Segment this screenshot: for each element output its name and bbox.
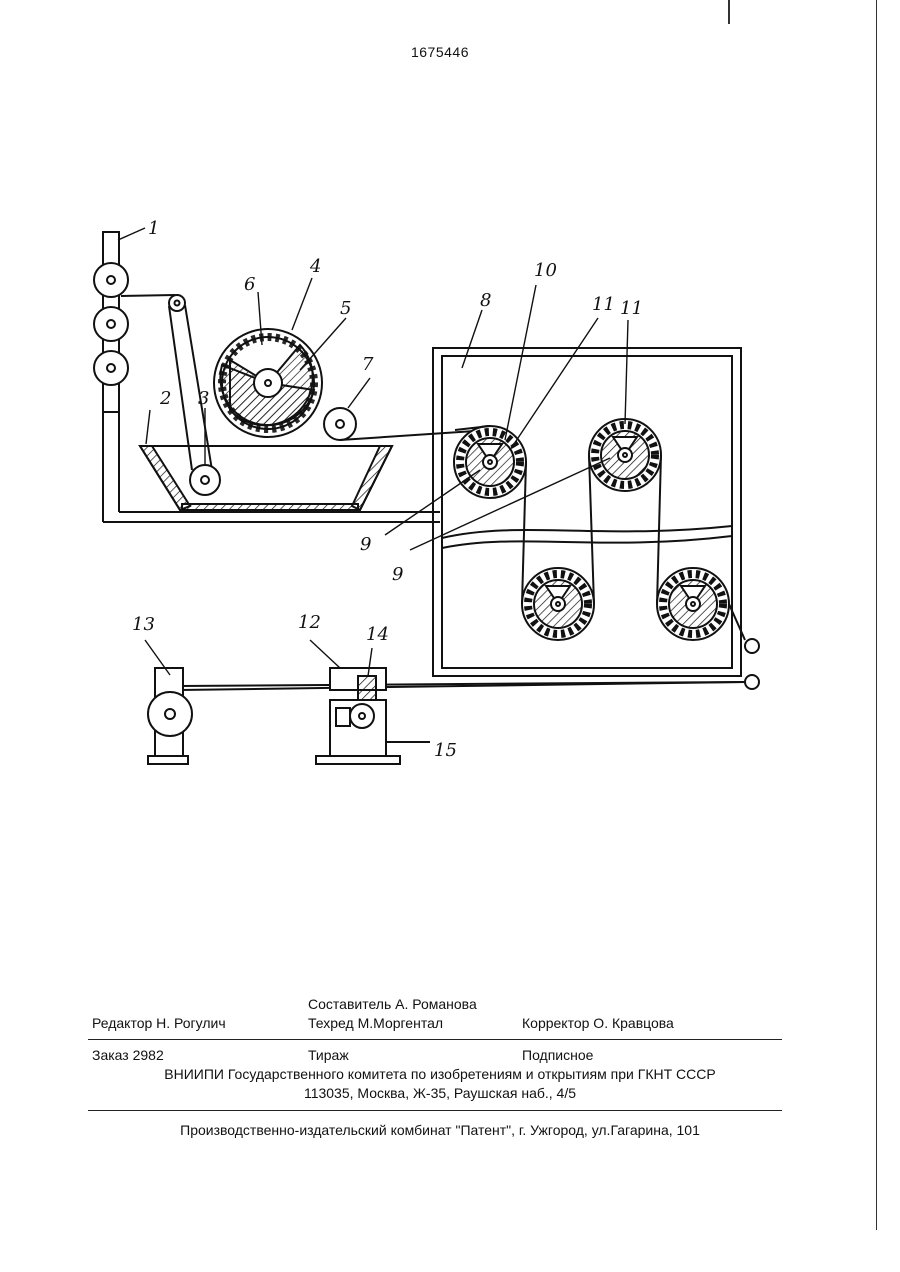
apparatus-drawing: 1 2 3 4 5 6 7 8 9 9 10 11 11 12 13 14 15	[0, 0, 900, 800]
scan-mark-top	[728, 0, 730, 24]
label-11b: 11	[620, 298, 643, 319]
techred-credit: Техред М.Моргентал	[308, 1015, 443, 1031]
order-number: Заказ 2982	[92, 1047, 164, 1063]
label-11a: 11	[592, 294, 615, 315]
label-15: 15	[434, 740, 457, 761]
label-7: 7	[362, 354, 374, 375]
label-14: 14	[366, 624, 389, 645]
chamber-roller-1	[454, 426, 526, 498]
publisher-line: Производственно-издательский комбинат "П…	[0, 1122, 880, 1138]
label-6: 6	[244, 274, 255, 295]
editor-credit: Редактор Н. Рогулич	[92, 1015, 226, 1031]
label-5: 5	[340, 298, 351, 319]
guide-pulley	[121, 295, 212, 470]
circulation-label: Тираж	[308, 1047, 349, 1063]
take-up-unit	[148, 668, 192, 764]
label-10: 10	[534, 260, 557, 281]
label-4: 4	[309, 256, 321, 277]
bath	[140, 446, 392, 510]
corrector-credit: Корректор О. Кравцова	[522, 1015, 674, 1031]
chamber-roller-4	[657, 568, 729, 640]
label-8: 8	[480, 290, 491, 311]
chamber-roller-3	[522, 568, 594, 640]
divider-top	[88, 1039, 782, 1040]
label-13: 13	[132, 614, 155, 635]
chamber-roller-2	[589, 419, 661, 491]
address-line: 113035, Москва, Ж-35, Раушская наб., 4/5	[0, 1085, 880, 1101]
label-9b: 9	[392, 564, 403, 585]
compiler-credit: Составитель А. Романова	[308, 996, 477, 1012]
scan-edge-right	[876, 0, 877, 1230]
label-1: 1	[148, 218, 159, 239]
subscription-label: Подписное	[522, 1047, 593, 1063]
label-3: 3	[198, 388, 209, 409]
label-9a: 9	[360, 534, 371, 555]
cutter-unit	[316, 668, 430, 764]
bath-roller	[190, 465, 220, 495]
institute-line: ВНИИПИ Государственного комитета по изоб…	[0, 1066, 880, 1082]
coating-drum	[214, 329, 322, 437]
label-12: 12	[298, 612, 321, 633]
divider-bottom	[88, 1110, 782, 1111]
label-2: 2	[159, 388, 171, 409]
